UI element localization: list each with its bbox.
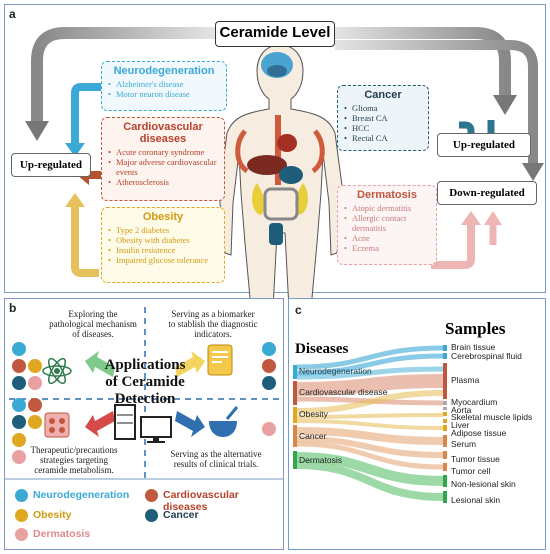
- disease-label: Obesity: [299, 409, 328, 419]
- ceramide-level-title: Ceramide Level: [215, 21, 335, 47]
- text-line: Therapeutic/precautions: [30, 445, 118, 455]
- center-title: Applications of Ceramide Detection: [93, 357, 197, 408]
- derma-item: Eczema: [344, 243, 431, 253]
- instrument-icon: [114, 404, 172, 443]
- sample-label: Aorta: [451, 405, 472, 415]
- panel-c-label: c: [295, 303, 302, 317]
- neurodegeneration-box: Neurodegeneration Alzheimer's disease Mo…: [101, 61, 227, 111]
- mortar-icon: [209, 406, 239, 437]
- sample-label: Liver: [451, 420, 470, 430]
- legend-dot-derma: [15, 528, 28, 541]
- legend-dot-neuro: [15, 489, 28, 502]
- cardio-item: Major adverse cardiovascular events: [108, 157, 219, 177]
- text-line: indicators.: [194, 329, 232, 339]
- title-line: Applications: [104, 357, 186, 373]
- cancer-title: Cancer: [364, 89, 402, 101]
- obesity-item: Insulin resistence: [108, 245, 219, 255]
- intestine-icon: [269, 223, 283, 245]
- stomach-icon: [279, 166, 303, 184]
- cancer-box: Cancer Glioma Breast CA HCC Rectal CA: [337, 85, 429, 151]
- atom-icon: [42, 357, 72, 385]
- text-line: ceramide metabolism.: [34, 465, 114, 475]
- derma-item: Atopic dermatitis: [344, 203, 431, 213]
- cardiovascular-box: Cardiovascular diseases Acute coronary s…: [101, 117, 225, 201]
- sample-label: Non-lesional skin: [451, 479, 516, 489]
- neuro-item: Alzheimer's disease: [108, 79, 221, 89]
- obesity-item: Obesity with diabetes: [108, 235, 219, 245]
- text-line: to stablish the diagnostic: [168, 319, 258, 329]
- down-regulated-right: Down-regulated: [437, 181, 537, 205]
- text-alternative: Serving as the alternative results of cl…: [153, 449, 279, 469]
- cardiovascular-title: Cardiovascular diseases: [123, 121, 203, 145]
- legend-dot-obesity: [15, 509, 28, 522]
- obesity-item: Impaired glucose tolerance: [108, 255, 219, 265]
- sample-label: Adipose tissue: [451, 428, 507, 438]
- sample-label: Tumor tissue: [451, 454, 500, 464]
- legend-cancer: Cancer: [163, 509, 199, 521]
- sample-label: Myocardium: [451, 397, 498, 407]
- text-therapeutic: Therapeutic/precautions strategies targe…: [9, 445, 139, 475]
- text-exploring: Exploring the pathological mechanism of …: [41, 309, 145, 339]
- text-line: Exploring the: [68, 309, 118, 319]
- cancer-item: HCC: [344, 123, 423, 133]
- sample-label: Cerebrospinal fluid: [451, 351, 522, 361]
- sample-label: Serum: [451, 439, 477, 449]
- neuro-item: Motor neuron disease: [108, 89, 221, 99]
- heart-icon: [277, 134, 297, 152]
- panel-b-graphics: [5, 307, 283, 480]
- text-line: of diseases.: [72, 329, 114, 339]
- cardio-item: Acute coronary syndrome: [108, 147, 219, 157]
- legend-neuro: Neurodegeneration: [33, 489, 130, 501]
- text-line: Serving as the alternative: [170, 449, 262, 459]
- liver-icon: [247, 155, 287, 175]
- panel-a: a: [4, 4, 546, 310]
- panel-b: b: [4, 298, 284, 550]
- samples-title: Samples: [445, 319, 506, 338]
- derma-item: Allergic contact dermatitis: [344, 213, 431, 233]
- title-line: of Ceramide: [105, 374, 185, 390]
- disease-label: Dermatosis: [299, 455, 342, 465]
- obesity-item: Type 2 diabetes: [108, 225, 219, 235]
- dermatosis-title: Dermatosis: [357, 189, 417, 201]
- disease-label: Neurodegeneration: [299, 366, 372, 376]
- up-regulated-left: Up-regulated: [11, 153, 91, 177]
- obesity-box: Obesity Type 2 diabetes Obesity with dia…: [101, 207, 225, 283]
- cardio-item: Atherosclerosis: [108, 177, 219, 187]
- legend-derma: Dermatosis: [33, 528, 91, 540]
- neurodegeneration-title: Neurodegeneration: [113, 65, 215, 77]
- text-line: results of clinical trials.: [173, 459, 259, 469]
- medicine-icon: [44, 412, 70, 438]
- derma-item: Acne: [344, 233, 431, 243]
- disease-label: Cancer: [299, 431, 327, 441]
- legend-dot-cardio: [145, 489, 158, 502]
- cancer-item: Rectal CA: [344, 133, 423, 143]
- obesity-title: Obesity: [142, 211, 184, 223]
- text-biomarker: Serving as a biomarker to stablish the d…: [151, 309, 275, 339]
- cancer-item: Glioma: [344, 103, 423, 113]
- panel-c: c Diseases Samples: [288, 298, 546, 550]
- panel-a-label: a: [9, 7, 16, 21]
- text-line: Serving as a biomarker: [171, 309, 255, 319]
- up-regulated-right: Up-regulated: [437, 133, 531, 157]
- text-line: strategies targeting: [39, 455, 109, 465]
- legend-obesity: Obesity: [33, 509, 72, 521]
- dermatosis-box: Dermatosis Atopic dermatitis Allergic co…: [337, 185, 437, 265]
- sankey-flows: [293, 345, 447, 503]
- text-line: pathological mechanism: [49, 319, 137, 329]
- sample-label: Plasma: [451, 375, 480, 385]
- legend-cardio: Cardiovascular diseases: [163, 489, 239, 513]
- disease-label: Cardiovascular disease: [299, 387, 388, 397]
- diseases-title: Diseases: [295, 341, 349, 357]
- sample-label: Lesional skin: [451, 495, 501, 505]
- legend-dot-cancer: [145, 509, 158, 522]
- sample-label: Tumor cell: [451, 466, 491, 476]
- sample-label: Brain tissue: [451, 342, 496, 352]
- panel-b-label: b: [9, 301, 17, 315]
- cancer-item: Breast CA: [344, 113, 423, 123]
- title-line: Detection: [114, 391, 176, 407]
- sample-label: Skeletal muscle lipids: [451, 412, 533, 422]
- human-body-illustration: [218, 44, 344, 310]
- clipboard-icon: [207, 344, 233, 376]
